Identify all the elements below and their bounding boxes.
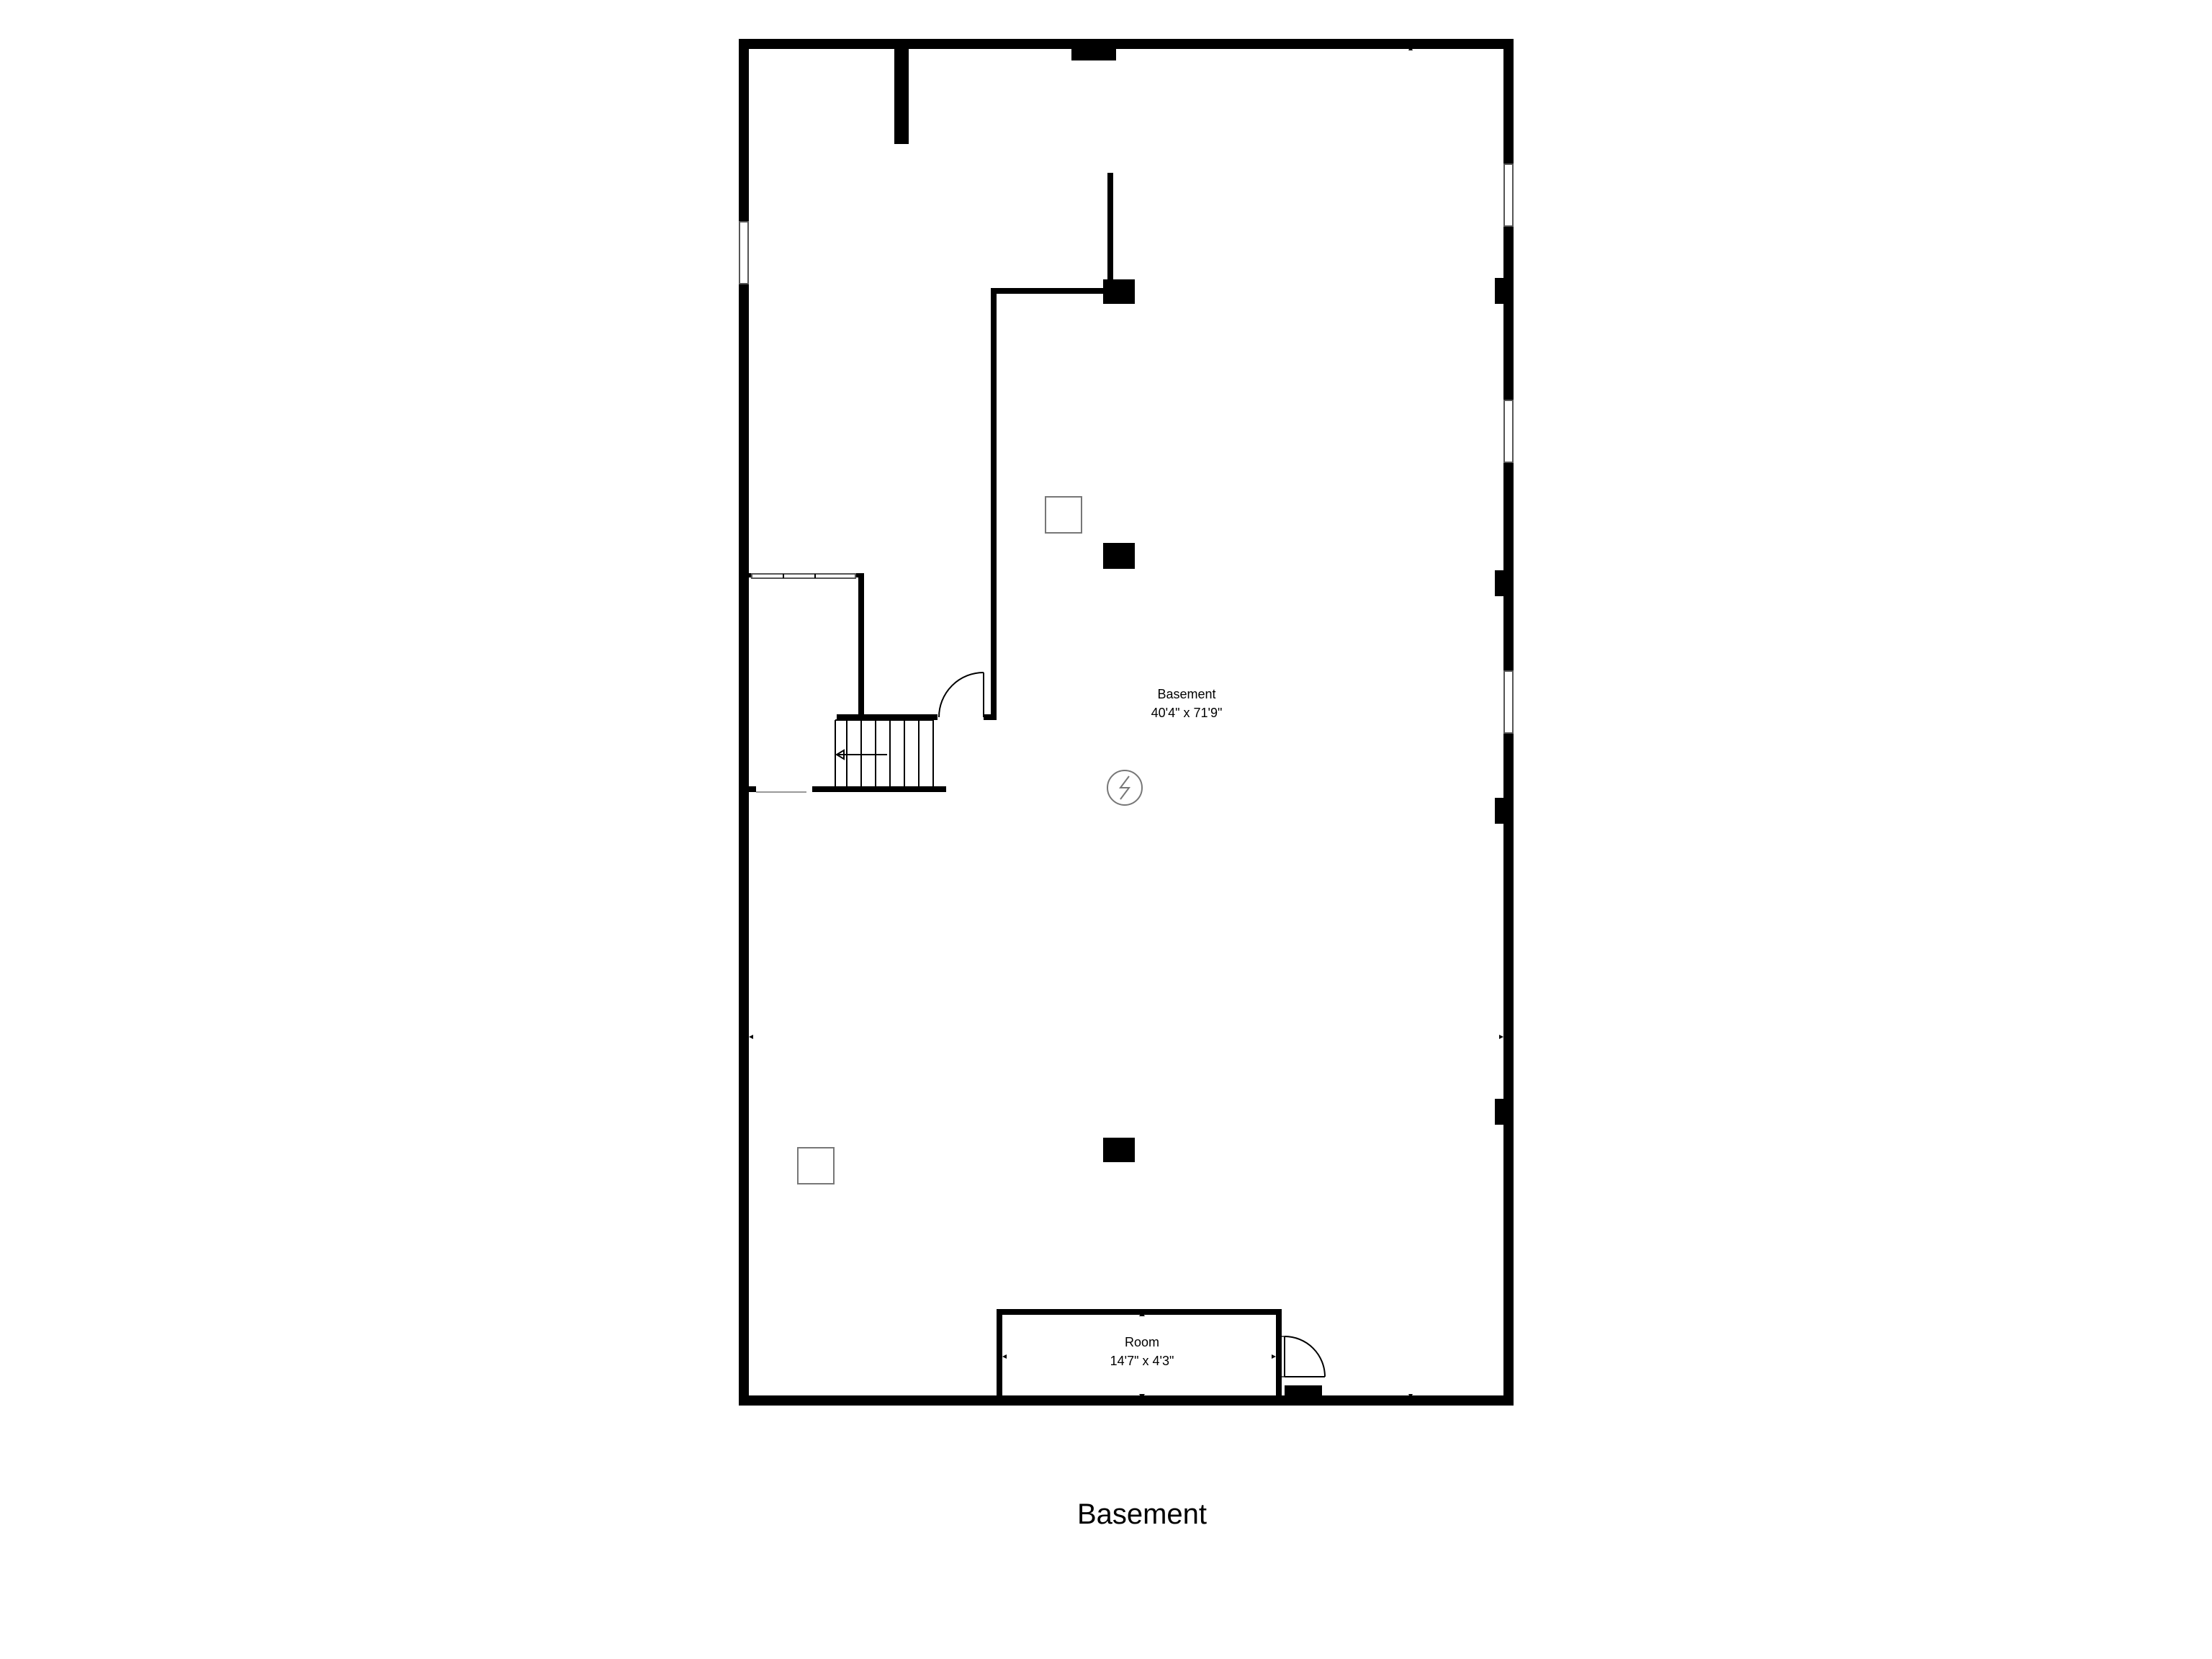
pilaster-right-3 [1495, 798, 1506, 824]
electrical-panel-icon [1107, 770, 1143, 806]
pilaster-top-2 [1071, 46, 1116, 60]
fixtures [797, 496, 1082, 1184]
stair-direction-arrow-icon [835, 749, 887, 760]
interior-wall-vertical-long [991, 288, 997, 720]
closet-window [751, 573, 856, 579]
column-2 [1103, 543, 1135, 569]
window-right-3 [1503, 670, 1514, 734]
floor-title: Basement [1077, 1498, 1207, 1530]
room-label-room-name: Room [1125, 1335, 1159, 1349]
pilaster-right-4 [1495, 1099, 1506, 1125]
interior-wall-vertical-top [1107, 173, 1113, 295]
stair-bottom-stub [749, 786, 756, 792]
pilaster-right-1 [1495, 278, 1506, 304]
interior-wall-horizontal-step [991, 288, 1113, 294]
room-wall-right [1276, 1309, 1282, 1400]
exterior-wall-top [739, 39, 1514, 49]
closet-wall-right [858, 573, 864, 720]
wall-markers [749, 46, 1503, 1398]
interior-wall-stair-top [837, 714, 938, 720]
window-right-2 [1503, 400, 1514, 463]
room-label-room-dimensions: 14'7" x 4'3" [1110, 1354, 1174, 1368]
pilasters [894, 43, 1506, 1125]
column-1 [1103, 279, 1135, 304]
exterior-wall-left [739, 39, 749, 1406]
fixture-box-2 [797, 1147, 835, 1184]
staircase [756, 719, 934, 793]
stair-bottom-wall [812, 786, 946, 792]
windows [739, 163, 1514, 734]
room-label-basement-name: Basement [1157, 687, 1215, 701]
closet-window-strip [751, 573, 856, 579]
columns [1103, 279, 1135, 1162]
exterior-walls [739, 39, 1514, 1406]
room-small [997, 1309, 1282, 1400]
column-3 [1103, 1138, 1135, 1162]
interior-walls [749, 173, 1113, 792]
exterior-wall-bottom [739, 1395, 1514, 1406]
room-wall-left [997, 1309, 1002, 1400]
door-main [938, 672, 984, 718]
window-left [739, 221, 749, 284]
pilaster-top-1 [894, 43, 909, 144]
interior-wall-stair-top-right [984, 714, 997, 720]
room-label-basement-dimensions: 40'4" x 71'9" [1151, 706, 1223, 720]
pilaster-right-2 [1495, 570, 1506, 596]
room-wall-top [997, 1309, 1282, 1315]
fixture-box-1 [1045, 496, 1082, 534]
window-right-1 [1503, 163, 1514, 227]
door-room [1278, 1336, 1326, 1395]
